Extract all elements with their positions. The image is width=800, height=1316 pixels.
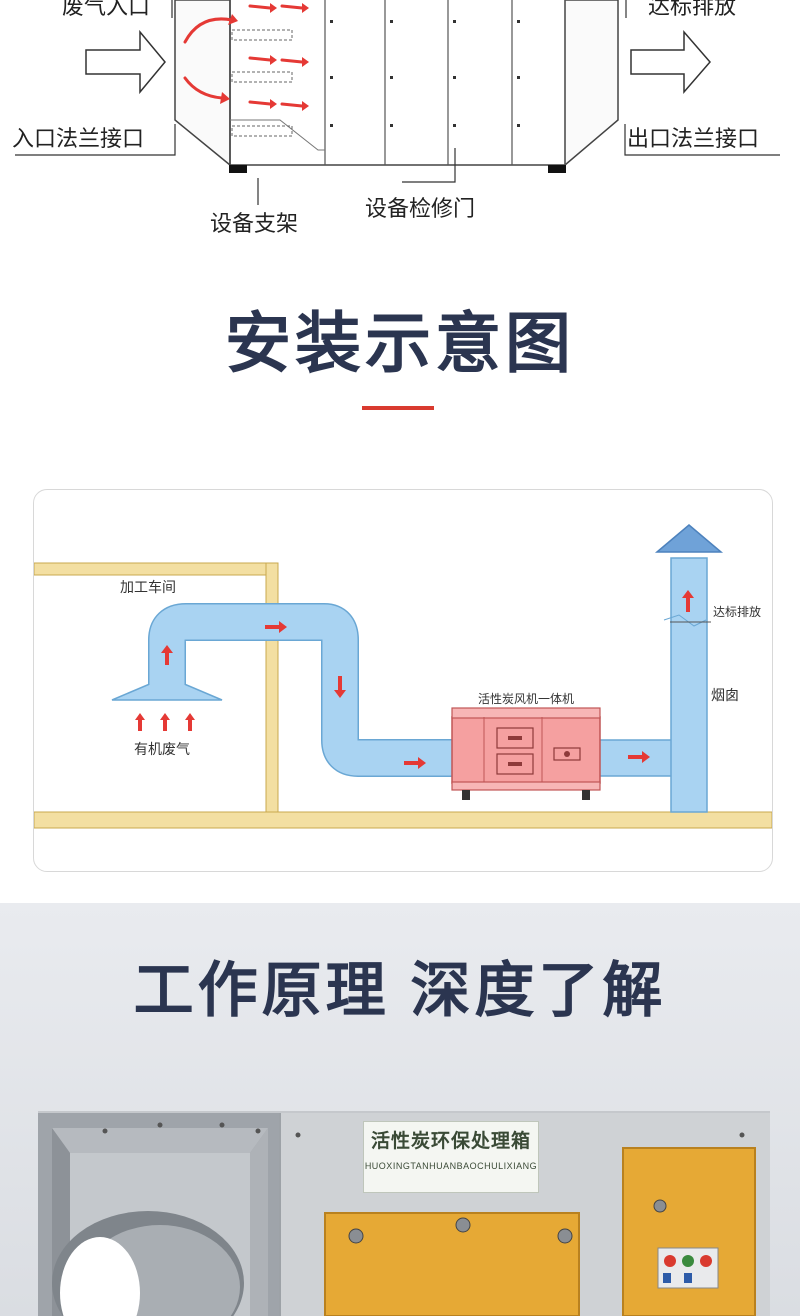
indicator-icon [700,1255,712,1267]
flow-arrow-icon [265,621,287,633]
chimney-label: 烟囱 [711,687,739,703]
install-diagram-card: 加工车间 有机废气 活性炭风机一体机 达标排放 烟囱 [33,489,773,872]
flow-arrow-icon [628,751,650,763]
access-door [324,1212,580,1316]
exhaust-inlet-label: 废气入口 [62,0,151,19]
organic-exhaust-label: 有机废气 [134,741,190,757]
workshop-wall [265,562,279,814]
install-section-title: 安装示意图 [225,306,575,380]
title-accent-bar [362,406,434,410]
flow-arrow-icon [334,676,346,698]
equipment-support-label: 设备支架 [210,211,299,236]
product-photo [38,1111,770,1316]
nameplate-pinyin: HUOXINGTANHUANBAOCHULIXIANG [364,1161,538,1171]
structure-diagram-drawing [15,0,780,205]
exhaust-hood [111,682,223,701]
support-foot-left [229,165,247,173]
flow-arrow-icon [135,713,145,731]
duct [148,603,464,777]
principle-section-title: 工作原理 深度了解 [133,957,667,1024]
inlet-arrow-icon [85,29,166,95]
flow-arrow-icon [682,590,694,612]
inlet-flange-label: 入口法兰接口 [12,126,145,151]
outlet-flange-label: 出口法兰接口 [627,126,760,151]
flow-arrow-icon [160,713,170,731]
support-foot-right [548,165,566,173]
machine-label: 活性炭风机一体机 [478,692,575,706]
product-photo-section: 工作原理 深度了解 活性炭环保处理箱 HUOXINGTANHUANBAOCHUL… [0,903,800,1316]
flow-arrow-icon [185,713,195,731]
workshop-roof [34,562,279,576]
start-button-icon [682,1255,694,1267]
workshop-label: 加工车间 [120,579,176,595]
maintenance-door-label: 设备检修门 [365,196,476,221]
control-door [622,1147,756,1316]
structure-diagram: 废气入口 达标排放 入口法兰接口 出口法兰接口 设备支架 设备检修门 [0,0,800,250]
outlet-arrow-icon [630,29,711,95]
flow-arrow-icon [404,757,426,769]
product-nameplate: 活性炭环保处理箱 HUOXINGTANHUANBAOCHULIXIANG [363,1121,539,1193]
discharge-label: 达标排放 [713,605,762,619]
chimney-cap [654,524,724,553]
nameplate-chinese: 活性炭环保处理箱 [370,1131,531,1152]
floor [34,811,772,829]
flow-arrow-icon [161,645,173,665]
compliant-discharge-label: 达标排放 [648,0,737,19]
stop-button-icon [664,1255,676,1267]
carbon-fan-machine [451,707,601,800]
install-diagram-drawing [34,524,772,829]
